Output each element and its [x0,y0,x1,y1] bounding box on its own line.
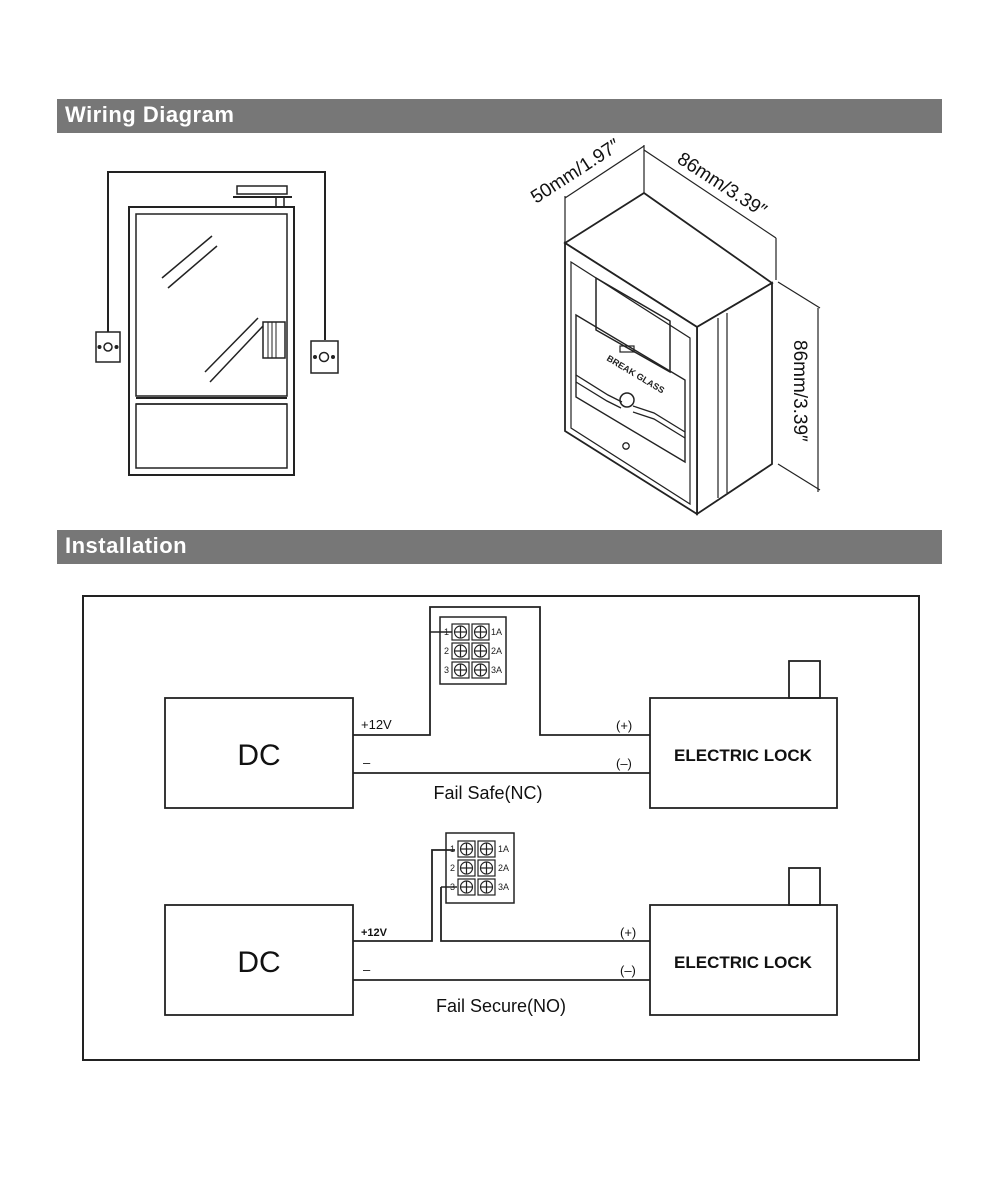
wire-lock-plus [440,887,650,942]
terminal-label-1a: 1A [498,844,509,854]
fail-secure-circuit: 1 2 3 1A 2A 3A DC ELECTRIC LOCK +12V – (… [164,832,838,1016]
minus-label: – [363,755,371,770]
dimension-width-label: 86mm/3.39″ [673,149,770,222]
minus-label: – [363,962,371,977]
terminal-label-3: 3 [444,665,449,675]
wiring-diagram-header: Wiring Diagram [57,99,942,133]
lock-bolt-icon [788,867,821,906]
fail-secure-caption: Fail Secure(NO) [436,996,566,1016]
lock-bolt-icon [788,660,821,699]
terminal-label-3a: 3A [491,665,502,675]
door-kick-panel [135,403,288,469]
terminal-label-2a: 2A [491,646,502,656]
lock-minus-label: (–) [620,963,636,978]
terminal-block [445,832,515,904]
fail-safe-circuit: 1 2 3 1A 2A 3A DC ELECTRIC LOCK +12V – (… [164,606,838,809]
wiring-diagram-title: Wiring Diagram [65,102,235,127]
dc-supply-box [164,697,354,809]
exit-button-right-icon [310,340,339,374]
door-glass [135,213,288,397]
dimension-height-label: 86mm/3.39″ [789,340,810,442]
wire-left [107,171,326,340]
plus-12v-label: +12V [361,927,388,939]
magnetic-lock-icon [233,185,292,208]
terminal-label-2a: 2A [498,863,509,873]
wire-plus [353,606,650,736]
electric-lock-label: ELECTRIC LOCK [674,953,813,972]
lock-plus-label: (+) [616,718,632,733]
terminal-label-3: 3 [450,882,455,892]
door-frame [128,206,295,476]
dc-supply-box [164,904,354,1016]
wire-plus [353,849,455,942]
dc-label: DC [237,739,280,772]
terminal-label-1a: 1A [491,627,502,637]
terminal-label-2: 2 [450,863,455,873]
electric-lock-label: ELECTRIC LOCK [674,746,813,765]
lock-minus-label: (–) [616,756,632,771]
terminal-block [439,616,507,685]
terminal-screws [451,623,490,679]
terminal-screws [457,840,496,896]
exit-button-left-icon [95,331,121,363]
electric-lock-box [649,697,838,809]
dc-label: DC [237,946,280,979]
installation-panel [82,595,920,1061]
installation-title: Installation [65,533,188,558]
terminal-label-1: 1 [450,844,455,854]
terminal-label-2: 2 [444,646,449,656]
fail-safe-caption: Fail Safe(NC) [433,783,542,803]
break-glass-device [563,145,821,516]
lock-plus-label: (+) [620,925,636,940]
installation-header: Installation [57,530,942,564]
door-wiring-illustration [95,171,339,476]
terminal-label-1: 1 [444,627,449,637]
electric-lock-box [649,904,838,1016]
terminal-label-3a: 3A [498,882,509,892]
dimension-depth-label: 50mm/1.97″ [527,135,624,208]
door-strike-icon [262,321,286,359]
plus-12v-label: +12V [361,717,392,732]
